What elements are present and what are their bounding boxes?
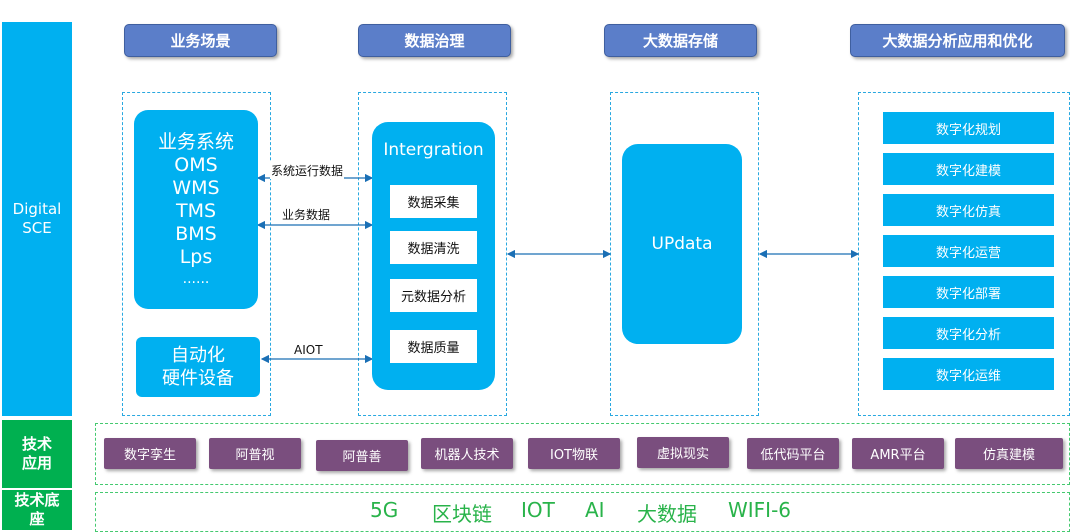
tech-base-blockchain: 区块链	[432, 502, 492, 526]
system-more: ......	[182, 270, 210, 287]
analytics-item-analysis: 数字化分析	[883, 317, 1054, 349]
storage-label: UPdata	[651, 234, 713, 254]
integration-item-collection: 数据采集	[390, 185, 477, 218]
tech-base-5g: 5G	[370, 498, 399, 522]
header-big-data-storage: 大数据存储	[604, 24, 757, 57]
tech-app-simulation-modeling: 仿真建模	[955, 438, 1063, 469]
tech-base-label-line-2: 座	[29, 510, 45, 528]
tech-app-label-line-2: 应用	[21, 454, 52, 472]
label-aiot: AIOT	[293, 343, 324, 357]
business-systems-title: 业务系统	[157, 130, 234, 153]
business-scene-region	[122, 92, 271, 416]
analytics-item-planning: 数字化规划	[883, 112, 1054, 144]
integration-item-quality: 数据质量	[390, 330, 477, 363]
tech-base-label: 技术底 座	[2, 490, 72, 530]
analytics-item-modeling: 数字化建模	[883, 153, 1054, 185]
digital-sce-label: Digital SCE	[2, 22, 72, 416]
automation-line-2: 硬件设备	[162, 368, 234, 389]
tech-app-apushan: 阿普善	[316, 440, 408, 471]
tech-base-region	[95, 492, 1070, 532]
digital-label-line-2: SCE	[22, 219, 52, 237]
tech-app-label-line-1: 技术	[21, 435, 52, 453]
integration-item-cleaning: 数据清洗	[390, 231, 477, 264]
data-governance-region	[358, 92, 507, 416]
tech-app-amr: AMR平台	[852, 438, 944, 469]
business-systems-box: 业务系统 OMS WMS TMS BMS Lps ......	[134, 110, 258, 309]
storage-box: UPdata	[622, 144, 742, 344]
tech-base-label-line-1: 技术底	[14, 491, 60, 509]
analytics-item-simulation: 数字化仿真	[883, 194, 1054, 226]
header-data-governance: 数据治理	[358, 24, 511, 57]
label-system-data: 系统运行数据	[270, 162, 345, 179]
integration-item-metadata: 元数据分析	[390, 279, 477, 312]
analytics-item-maintenance: 数字化运维	[883, 358, 1054, 390]
tech-base-wifi6: WIFI-6	[728, 498, 792, 522]
integration-title: Intergration	[383, 140, 484, 160]
header-big-data-analytics: 大数据分析应用和优化	[850, 24, 1065, 57]
tech-base-ai: AI	[585, 498, 605, 522]
system-lps: Lps	[179, 245, 213, 268]
tech-app-robotics: 机器人技术	[421, 438, 513, 469]
tech-app-apushi: 阿普视	[209, 438, 301, 469]
system-oms: OMS	[174, 153, 218, 176]
tech-app-virtual-reality: 虚拟现实	[637, 437, 729, 468]
tech-app-iot: IOT物联	[528, 438, 620, 469]
tech-app-digital-twin: 数字孪生	[104, 438, 196, 469]
label-business-data: 业务数据	[281, 206, 332, 223]
system-bms: BMS	[175, 222, 217, 245]
system-wms: WMS	[172, 176, 220, 199]
tech-base-iot: IOT	[521, 498, 555, 522]
tech-app-low-code: 低代码平台	[747, 438, 839, 469]
tech-base-big-data: 大数据	[637, 502, 697, 526]
tech-app-label: 技术 应用	[2, 420, 72, 488]
automation-hardware-box: 自动化 硬件设备	[136, 337, 260, 397]
system-tms: TMS	[175, 199, 217, 222]
analytics-item-operation: 数字化运营	[883, 235, 1054, 267]
digital-label-line-1: Digital	[12, 200, 62, 218]
header-business-scene: 业务场景	[124, 24, 277, 57]
analytics-item-deployment: 数字化部署	[883, 276, 1054, 308]
automation-line-1: 自动化	[171, 345, 225, 366]
